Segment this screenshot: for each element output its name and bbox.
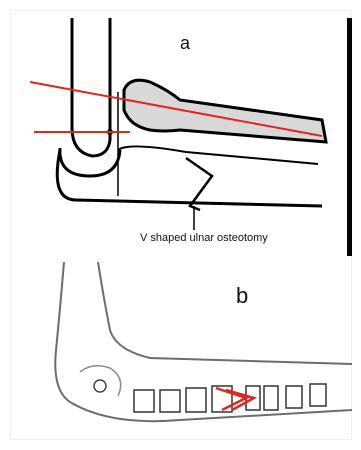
- upper-arm-outline-right: [98, 262, 150, 358]
- fixation-block-1: [134, 390, 154, 412]
- panel-a-drawing: [30, 18, 352, 256]
- fixation-block-6: [264, 386, 278, 410]
- elbow-joint: [94, 380, 106, 392]
- panel-label-b: b: [236, 283, 248, 309]
- fixation-block-3: [186, 388, 206, 412]
- panel-a-right-border: [347, 18, 352, 256]
- humerus-shaft: [72, 18, 110, 156]
- humerus-condyle: [60, 148, 120, 176]
- osteotomy-caption: V shaped ulnar osteotomy: [140, 232, 268, 244]
- fixation-block-7: [286, 386, 302, 408]
- panel-b-drawing: [55, 262, 352, 421]
- ulna-upper-edge: [118, 146, 318, 164]
- fixation-block-8: [310, 384, 326, 406]
- radius-bone: [124, 80, 326, 142]
- forearm-upper-outline: [150, 358, 352, 364]
- upper-arm-outline-left: [55, 262, 70, 402]
- fixation-block-2: [160, 390, 180, 412]
- ulna-lower-edge: [57, 150, 322, 206]
- panel-label-a: a: [180, 33, 190, 54]
